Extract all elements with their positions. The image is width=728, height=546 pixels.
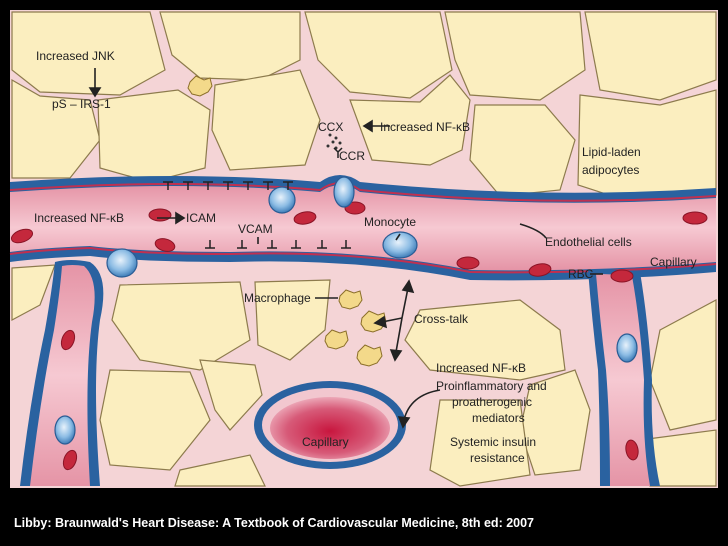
monocyte xyxy=(54,415,76,445)
right-capillary xyxy=(588,269,660,486)
rbc xyxy=(148,208,172,222)
label-endothelial-cells: Endothelial cells xyxy=(545,235,632,249)
adipocyte xyxy=(111,281,251,371)
figure-caption: Libby: Braunwald's Heart Disease: A Text… xyxy=(14,516,535,530)
arrow-to-capillary xyxy=(403,389,441,421)
adipocyte xyxy=(11,11,166,96)
label-ccr: CCR xyxy=(339,149,365,163)
label-proinflammatory-2: proatherogenic xyxy=(452,395,532,409)
macrophage xyxy=(338,289,363,310)
label-systemic-2: resistance xyxy=(470,451,525,465)
macrophage xyxy=(187,75,213,97)
adipocyte xyxy=(404,299,566,381)
monocytes xyxy=(54,176,638,445)
monocyte xyxy=(382,231,418,259)
ccr-receptor xyxy=(333,147,343,158)
capillary-cross-section xyxy=(254,381,406,469)
monocyte xyxy=(616,333,638,363)
label-ps-irs1: pS – IRS-1 xyxy=(52,97,111,111)
rbc xyxy=(10,228,34,244)
main-capillary xyxy=(9,175,717,281)
rbc xyxy=(682,211,708,225)
label-increased-jnk: Increased JNK xyxy=(36,49,115,63)
label-rbc: RBC xyxy=(568,267,594,281)
label-capillary-center: Capillary xyxy=(302,435,349,449)
adipocyte xyxy=(174,454,266,487)
label-increased-nfkb-bottom: Increased NF-κB xyxy=(436,361,526,375)
left-capillary xyxy=(20,260,104,486)
adipocyte xyxy=(211,69,321,171)
label-ccx: CCX xyxy=(318,120,343,134)
adipocyte xyxy=(199,359,263,431)
arrow-crosstalk-up xyxy=(401,287,409,319)
rbc xyxy=(60,329,76,351)
pointer-endothelial xyxy=(519,223,547,239)
monocyte xyxy=(333,176,355,208)
label-increased-nfkb-left: Increased NF-κB xyxy=(34,211,124,225)
adipocyte xyxy=(444,11,586,101)
adipocyte xyxy=(469,104,576,197)
adipocyte xyxy=(304,11,453,99)
adipocyte xyxy=(99,369,211,471)
label-vcam: VCAM xyxy=(238,222,273,236)
adipocyte xyxy=(97,89,211,183)
pointer-monocyte xyxy=(395,233,401,241)
adipocyte xyxy=(584,11,717,101)
rbc xyxy=(456,256,480,270)
adipocyte-tissue xyxy=(11,11,717,487)
adipocyte xyxy=(349,74,471,166)
label-capillary-right: Capillary xyxy=(650,255,697,269)
label-cross-talk: Cross-talk xyxy=(414,312,469,326)
label-monocyte: Monocyte xyxy=(364,215,416,229)
adipocyte xyxy=(11,264,56,322)
rbc xyxy=(610,269,634,283)
chemokine-dots xyxy=(326,133,342,150)
label-adipocytes: adipocytes xyxy=(582,163,639,177)
label-systemic-1: Systemic insulin xyxy=(450,435,536,449)
rbc xyxy=(625,439,639,461)
label-proinflammatory-3: mediators xyxy=(472,411,525,425)
monocyte xyxy=(268,186,296,214)
label-increased-nfkb-top: Increased NF-κB xyxy=(380,120,470,134)
label-icam: ICAM xyxy=(186,211,216,225)
rbc xyxy=(344,201,366,215)
adipocyte xyxy=(254,279,331,361)
adipocyte xyxy=(649,298,717,431)
rbc xyxy=(528,263,552,277)
arrow-crosstalk-down xyxy=(395,317,403,353)
adhesion-molecule-ticks xyxy=(163,181,351,249)
label-proinflammatory-1: Proinflammatory and xyxy=(436,379,547,393)
red-blood-cells xyxy=(10,201,708,471)
macrophage xyxy=(324,329,349,350)
rbc xyxy=(154,238,176,252)
label-macrophage: Macrophage xyxy=(244,291,311,305)
rbc xyxy=(293,211,317,225)
monocyte xyxy=(106,248,138,278)
main-capillary-lumen xyxy=(10,185,716,271)
rbc xyxy=(62,449,78,471)
macrophage xyxy=(356,344,383,367)
macrophages xyxy=(187,75,387,367)
arrows xyxy=(88,68,603,429)
label-lipid-laden: Lipid-laden xyxy=(582,145,641,159)
adipocyte xyxy=(429,399,531,487)
